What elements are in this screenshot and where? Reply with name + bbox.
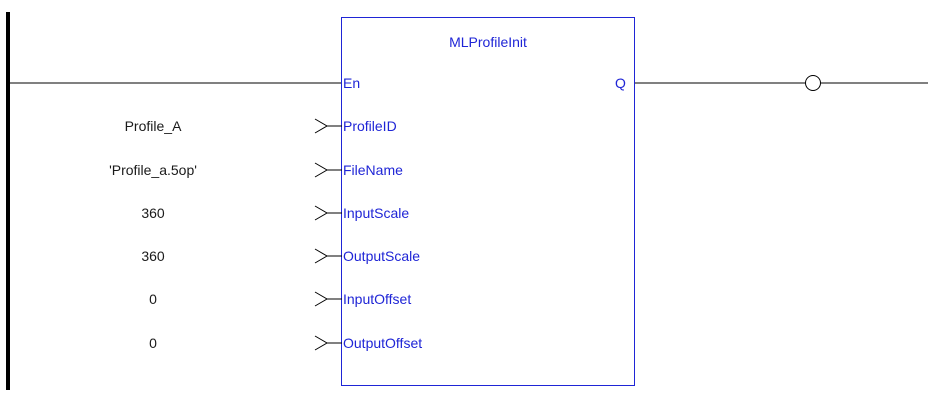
pin-inputscale[interactable]: InputScale [343,205,410,221]
input-connector-profileid [314,118,328,134]
pin-q[interactable]: Q [615,75,626,91]
pin-outputscale[interactable]: OutputScale [343,248,421,264]
pin-filename[interactable]: FileName [343,162,403,178]
input-value-outputscale: 360 [141,248,165,264]
left-power-rail [6,12,10,390]
input-connector-inputoffset [314,291,328,307]
input-value-outputoffset: 0 [149,335,157,351]
input-connector-outputscale [314,248,328,264]
input-connector-filename [314,162,328,178]
pin-en[interactable]: En [343,75,361,91]
coil[interactable] [805,75,821,91]
pin-outputoffset[interactable]: OutputOffset [343,335,423,351]
input-connector-outputoffset [314,335,328,351]
pin-inputoffset[interactable]: InputOffset [343,291,412,307]
input-value-filename: 'Profile_a.5op' [109,162,197,178]
function-block[interactable] [341,17,635,386]
input-value-profileid: Profile_A [124,118,182,134]
input-value-inputoffset: 0 [149,291,157,307]
block-title: MLProfileInit [449,34,527,50]
input-connector-inputscale [314,205,328,221]
input-connectors [314,118,342,351]
input-value-inputscale: 360 [141,205,165,221]
pin-profileid[interactable]: ProfileID [343,118,397,134]
